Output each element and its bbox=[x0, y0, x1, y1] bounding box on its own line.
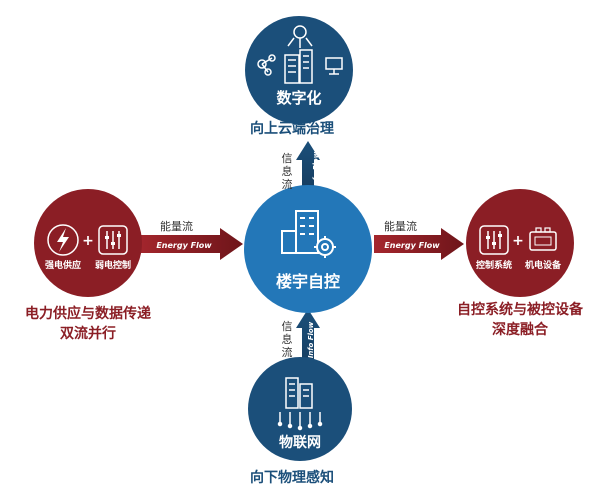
energy-flow-cn-left: 能量流 bbox=[160, 220, 193, 233]
building-gear-icon bbox=[281, 210, 336, 258]
left-plus: + bbox=[82, 233, 94, 249]
arrow-right-energy-flow-left bbox=[136, 228, 243, 260]
info-flow-label-top: Info Flow bbox=[312, 151, 320, 188]
bottom-caption: 向下物理感知 bbox=[250, 470, 334, 486]
node-building-automation: 楼宇自控 bbox=[244, 185, 372, 313]
iot-building-icon bbox=[277, 377, 323, 431]
digital-city-icon bbox=[257, 25, 343, 84]
energy-flow-cn-right: 能量流 bbox=[384, 220, 417, 233]
left-label-a: 强电供应 bbox=[45, 259, 81, 271]
lightning-icon bbox=[47, 224, 79, 256]
equipment-icon bbox=[529, 231, 557, 251]
right-label-a: 控制系统 bbox=[476, 259, 512, 271]
right-caption-line2: 深度融合 bbox=[492, 322, 548, 338]
energy-flow-label-right: Energy Flow bbox=[384, 241, 440, 250]
left-caption-line1: 电力供应与数据传递 bbox=[25, 306, 151, 322]
right-plus: + bbox=[512, 233, 524, 249]
node-control-systems: + 控制系统 机电设备 bbox=[466, 189, 574, 297]
node-power-supply: + 强电供应 弱电控制 bbox=[34, 189, 142, 297]
left-caption: 电力供应与数据传递 双流并行 bbox=[18, 303, 158, 343]
node-iot-title: 物联网 bbox=[279, 434, 321, 451]
node-building-automation-title: 楼宇自控 bbox=[276, 272, 340, 291]
node-digital: 数字化 bbox=[245, 16, 353, 124]
top-caption: 向上云端治理 bbox=[250, 121, 334, 137]
node-digital-title: 数字化 bbox=[276, 89, 321, 107]
info-flow-label-bottom: Info Flow bbox=[307, 321, 315, 358]
energy-flow-label-left: Energy Flow bbox=[156, 241, 212, 250]
left-label-b: 弱电控制 bbox=[95, 259, 131, 271]
arrow-up-info-flow bbox=[296, 141, 320, 188]
right-label-b: 机电设备 bbox=[525, 259, 562, 271]
arrow-right-energy-flow-right bbox=[374, 228, 464, 260]
node-iot: 物联网 bbox=[248, 357, 352, 461]
right-caption-line1: 自控系统与被控设备 bbox=[457, 302, 583, 318]
info-flow-cn-top: 信息流 bbox=[281, 152, 293, 191]
control-panel-icon bbox=[98, 225, 128, 255]
left-caption-line2: 双流并行 bbox=[60, 326, 116, 342]
control-system-icon bbox=[479, 225, 509, 255]
right-caption: 自控系统与被控设备 深度融合 bbox=[440, 299, 599, 339]
info-flow-cn-bottom: 信息流 bbox=[281, 320, 293, 359]
arrow-up-info-flow-bottom bbox=[296, 309, 320, 368]
